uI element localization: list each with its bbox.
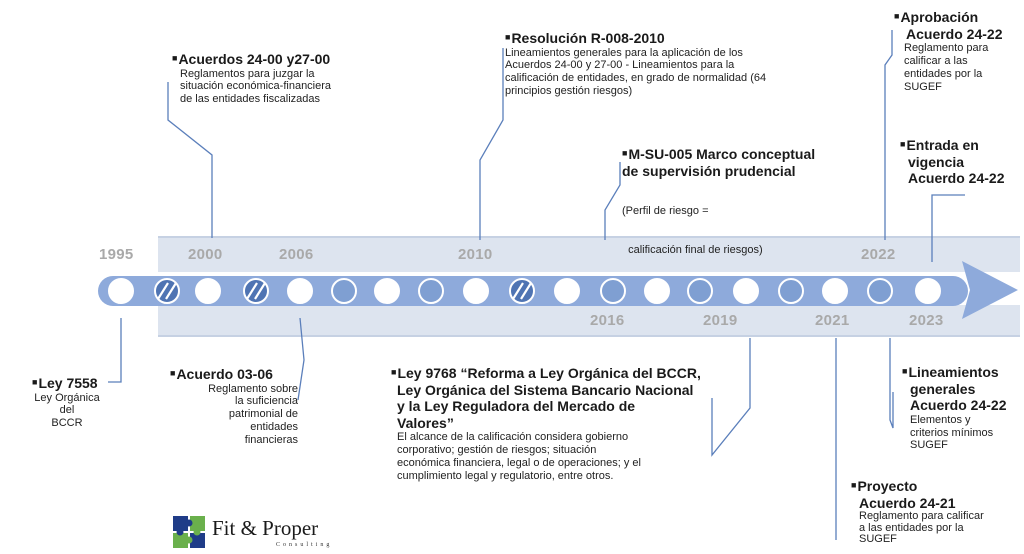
timeline-node-filled (687, 278, 713, 304)
logo-subtitle: Consulting (276, 542, 333, 548)
break-slash-icon (157, 282, 169, 300)
timeline-node-open (822, 278, 848, 304)
year-2006: 2006 (279, 246, 314, 263)
year-2010: 2010 (458, 246, 493, 263)
event-ley-9768: ■Ley 9768 “Reforma a Ley Orgánica del BC… (391, 365, 701, 482)
timeline-node-filled (867, 278, 893, 304)
timeline-node-break (509, 278, 535, 304)
leader-line (108, 318, 122, 383)
timeline-node-open (733, 278, 759, 304)
event-lineamientos-24-22: ■Lineamientos generales Acuerdo 24-22 El… (902, 364, 1007, 452)
timeline-node-filled (418, 278, 444, 304)
event-entrada-vigencia-24-22: ■Entrada en vigencia Acuerdo 24-22 (900, 137, 1005, 187)
timeline-node-open (915, 278, 941, 304)
timeline-arrowhead (962, 261, 1018, 319)
timeline-node-filled (778, 278, 804, 304)
event-acuerdos-24-00: ■Acuerdos 24-00 y27-00 Reglamentos para … (172, 51, 332, 106)
year-1995: 1995 (99, 246, 134, 263)
leader-line (931, 194, 965, 262)
leader-line (479, 48, 504, 240)
leader-line (297, 317, 305, 401)
leader-line (167, 82, 213, 238)
logo-name: Fit & Proper (212, 516, 319, 540)
timeline-node-filled (331, 278, 357, 304)
year-2000: 2000 (188, 246, 223, 263)
year-2023: 2023 (909, 312, 944, 329)
puzzle-logo-icon (173, 516, 205, 548)
leader-line (884, 30, 893, 240)
break-slash-icon (165, 282, 177, 300)
timeline-node-open (644, 278, 670, 304)
break-slash-icon (246, 282, 258, 300)
timeline-node-open (463, 278, 489, 304)
break-slash-icon (520, 282, 532, 300)
fit-proper-logo: Fit & Proper Consulting (172, 515, 372, 551)
leader-line (889, 338, 894, 429)
timeline-node-break (243, 278, 269, 304)
event-acuerdo-03-06: ■Acuerdo 03-06 Reglamento sobre la sufic… (170, 366, 298, 447)
timeline-node-open (195, 278, 221, 304)
timeline-node-open (108, 278, 134, 304)
event-m-su-005: ■M-SU-005 Marco conceptual de supervisió… (622, 146, 816, 256)
leader-line (604, 162, 621, 240)
upper-year-band (158, 236, 1020, 272)
event-resolucion-r-008-2010: ■Resolución R-008-2010 Lineamientos gene… (505, 30, 767, 98)
timeline-node-open (374, 278, 400, 304)
timeline-node-open (287, 278, 313, 304)
event-proyecto-24-21: ■Proyecto Acuerdo 24-21 Reglamento para … (851, 478, 984, 546)
lower-year-band (158, 305, 1020, 337)
timeline-markers (108, 278, 941, 304)
timeline-node-filled (600, 278, 626, 304)
year-2021: 2021 (815, 312, 850, 329)
year-2019: 2019 (703, 312, 738, 329)
break-slash-icon (254, 282, 266, 300)
leader-lines (108, 30, 965, 540)
year-2016: 2016 (590, 312, 625, 329)
timeline-node-break (154, 278, 180, 304)
timeline-node-open (554, 278, 580, 304)
leader-line (711, 338, 751, 457)
event-aprobacion-24-22: ■Aprobación Acuerdo 24-22 Reglamento par… (894, 9, 1003, 93)
event-ley-7558: ■Ley 7558 Ley Orgánica del BCCR (32, 375, 100, 430)
break-slash-icon (512, 282, 524, 300)
year-2022: 2022 (861, 246, 896, 263)
